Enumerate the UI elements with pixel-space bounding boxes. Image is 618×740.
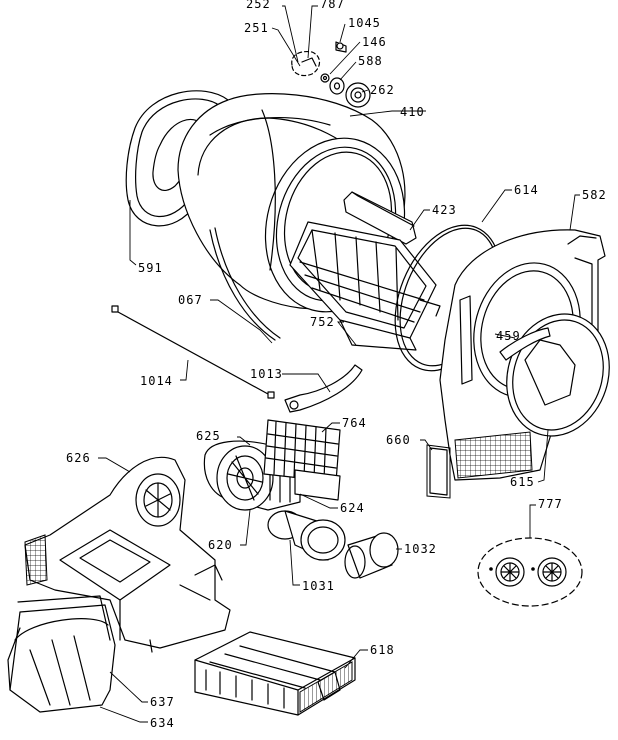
label-1045: 1045 xyxy=(348,16,381,30)
label-615: 615 xyxy=(510,475,535,489)
guide-1013 xyxy=(284,364,363,413)
label-752: 752 xyxy=(310,315,335,329)
washer-146 xyxy=(320,73,330,83)
rollers-777 xyxy=(477,537,583,607)
clip-251-252 xyxy=(291,50,321,77)
label-588: 588 xyxy=(358,54,383,68)
label-146: 146 xyxy=(362,35,387,49)
bearing-pin-1045 xyxy=(335,41,347,53)
cable-1014 xyxy=(111,305,275,399)
label-626: 626 xyxy=(66,451,91,465)
label-787: 787 xyxy=(320,0,345,11)
label-410: 410 xyxy=(400,105,425,119)
leader-lines xyxy=(98,5,580,723)
label-637: 637 xyxy=(150,695,175,709)
label-591: 591 xyxy=(138,261,163,275)
air-duct-459 xyxy=(499,327,551,361)
label-582: 582 xyxy=(582,188,607,202)
filter-ring-615 xyxy=(506,313,610,437)
label-459: 459 xyxy=(496,329,521,343)
label-1014: 1014 xyxy=(140,374,173,388)
basket-752 xyxy=(289,221,441,351)
label-1031: 1031 xyxy=(302,579,335,593)
label-634: 634 xyxy=(150,716,175,730)
condenser-618 xyxy=(194,631,356,716)
label-620: 620 xyxy=(208,538,233,552)
label-251: 251 xyxy=(244,21,269,35)
label-252: 252 xyxy=(246,0,271,11)
label-624: 624 xyxy=(340,501,365,515)
label-614: 614 xyxy=(514,183,539,197)
panel-637 xyxy=(17,595,111,641)
label-764: 764 xyxy=(342,416,367,430)
washer-588 xyxy=(329,77,345,95)
gasket-660 xyxy=(426,444,451,499)
duct-1031 xyxy=(267,510,346,561)
base-626 xyxy=(24,456,231,653)
part-labels: 252 787 1045 251 146 588 262 410 614 582… xyxy=(66,0,607,730)
label-067: 067 xyxy=(178,293,203,307)
label-1013: 1013 xyxy=(250,367,283,381)
duct-1032 xyxy=(344,532,399,579)
belt-067 xyxy=(209,227,281,341)
cover-634 xyxy=(7,604,116,713)
label-660: 660 xyxy=(386,433,411,447)
drum-baffle-423 xyxy=(343,191,417,245)
bearing-262 xyxy=(345,82,371,108)
label-618: 618 xyxy=(370,643,395,657)
label-262: 262 xyxy=(370,83,395,97)
label-625: 625 xyxy=(196,429,221,443)
label-777: 777 xyxy=(538,497,563,511)
label-1032: 1032 xyxy=(404,542,437,556)
label-423: 423 xyxy=(432,203,457,217)
plate-624 xyxy=(294,469,341,501)
